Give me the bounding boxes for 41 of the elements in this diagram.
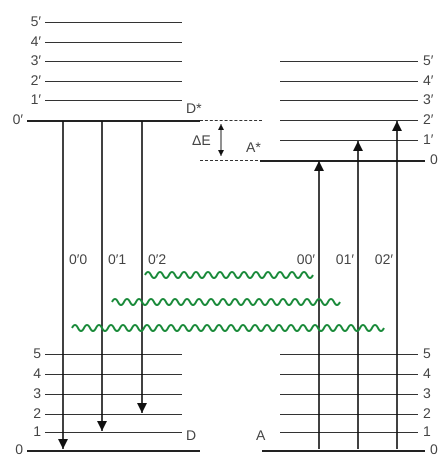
level-label: 2′ (423, 112, 434, 126)
transition-arrow (137, 121, 147, 413)
state-label: A (256, 428, 266, 442)
level-label: 5 (32, 346, 41, 360)
level-label: 1′ (423, 132, 434, 146)
level-label: 3 (423, 386, 431, 400)
level-label: 4′ (30, 34, 41, 48)
transition-arrow (314, 161, 324, 449)
edge-label: 01′ (334, 252, 354, 266)
state-label: A* (246, 140, 261, 154)
level-label: 1 (32, 424, 41, 438)
transition-arrow (392, 121, 402, 449)
level-label: 4′ (423, 73, 434, 87)
level-label: 2 (423, 406, 431, 420)
level-label: 5′ (423, 53, 434, 67)
level-label: 3′ (423, 92, 434, 106)
level-label: 4 (32, 366, 41, 380)
energy-gap-label: ΔE (192, 133, 211, 147)
edge-label: 0′2 (148, 252, 166, 266)
transition-arrow (97, 121, 107, 431)
level-label: 0′ (12, 112, 23, 126)
state-label: D (186, 428, 196, 442)
transition-arrow (353, 141, 363, 449)
level-label: 3′ (30, 53, 41, 67)
level-label: 5 (423, 346, 431, 360)
edge-label: 02′ (374, 252, 393, 266)
edge-label: 0′0 (69, 252, 88, 266)
level-label: 0 (430, 152, 438, 166)
level-label: 2′ (30, 73, 41, 87)
level-label: 1′ (30, 92, 41, 106)
edge-label: 00′ (296, 252, 315, 266)
level-label: 5′ (30, 14, 41, 28)
level-label: 0 (430, 442, 438, 456)
level-label: 1 (423, 424, 431, 438)
state-label: D* (186, 101, 202, 115)
transition-arrow (58, 121, 68, 449)
level-label: 3 (32, 386, 41, 400)
level-label: 2 (32, 406, 41, 420)
level-label: 4 (423, 366, 431, 380)
edge-label: 0′1 (108, 252, 126, 266)
level-label: 0 (14, 442, 23, 456)
